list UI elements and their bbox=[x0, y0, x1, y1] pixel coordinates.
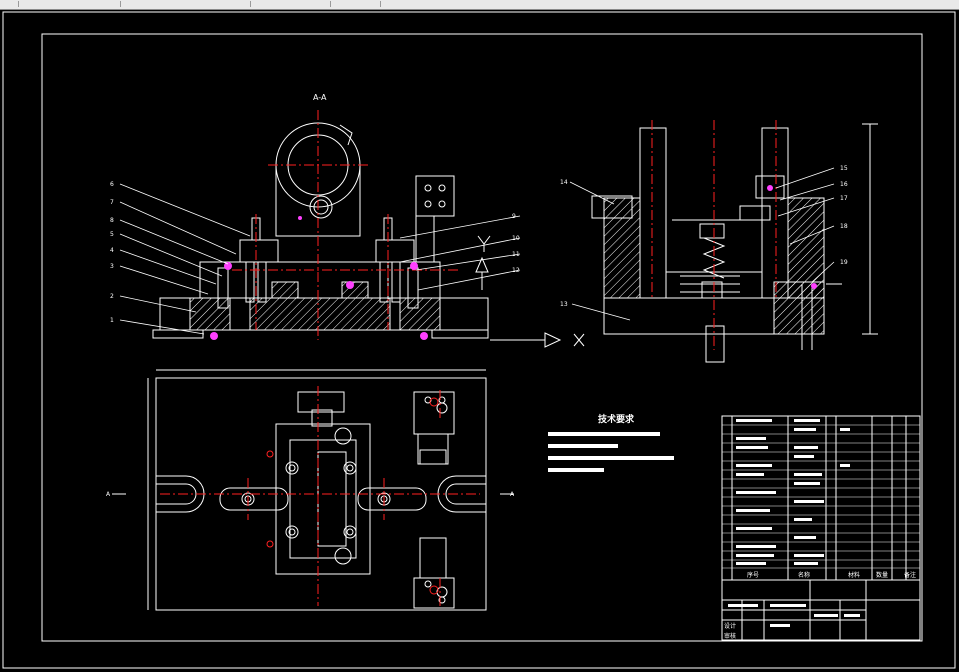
part-number-19: 19 bbox=[840, 259, 848, 266]
leaders-left bbox=[119, 183, 521, 335]
part-numbers-side: 14 15 16 17 18 19 13 bbox=[560, 165, 848, 308]
section-label-text: A-A bbox=[313, 93, 327, 102]
side-view bbox=[591, 123, 878, 363]
header-name: 名称 bbox=[798, 571, 810, 579]
header-material: 材料 bbox=[848, 571, 860, 579]
reviewer-label: 审核 bbox=[724, 632, 736, 640]
cad-toolbar-strip bbox=[0, 0, 959, 10]
title-block-text bbox=[728, 604, 860, 627]
parts-list-cell-text bbox=[736, 419, 850, 565]
designer-label: 设计 bbox=[724, 622, 736, 630]
leaders-side bbox=[569, 167, 835, 321]
front-centerlines bbox=[232, 110, 460, 340]
part-numbers-left: 6 7 8 5 4 3 2 1 9 10 11 12 bbox=[110, 181, 520, 324]
part-number-13: 13 bbox=[560, 301, 568, 308]
side-centerlines bbox=[651, 120, 777, 350]
part-number-15: 15 bbox=[840, 165, 848, 172]
part-number-11: 11 bbox=[512, 251, 520, 258]
part-number-2: 2 bbox=[110, 293, 114, 300]
part-number-5: 5 bbox=[110, 231, 114, 238]
part-number-10: 10 bbox=[512, 235, 520, 242]
title-block bbox=[721, 579, 921, 641]
parts-list-header: 序号 名称 材料 数量 备注 bbox=[747, 571, 916, 579]
technical-requirements: 技术要求 bbox=[548, 413, 674, 472]
part-number-16: 16 bbox=[840, 181, 848, 188]
part-number-4: 4 bbox=[110, 247, 114, 254]
side-markers bbox=[767, 185, 817, 289]
drawing-frame bbox=[41, 33, 923, 642]
part-number-1: 1 bbox=[110, 317, 114, 324]
front-section-view: A-A bbox=[152, 93, 489, 339]
view-arrows bbox=[475, 235, 585, 348]
header-number: 序号 bbox=[747, 571, 759, 579]
part-number-17: 17 bbox=[840, 195, 848, 202]
header-remarks: 备注 bbox=[904, 571, 916, 579]
parts-list-rows bbox=[722, 424, 920, 569]
top-view bbox=[147, 369, 487, 611]
part-number-12: 12 bbox=[512, 267, 520, 274]
part-number-8: 8 bbox=[110, 217, 114, 224]
top-red-marks bbox=[266, 397, 439, 595]
header-quantity: 数量 bbox=[876, 571, 888, 579]
part-number-14: 14 bbox=[560, 179, 568, 186]
front-weld-markers bbox=[210, 216, 428, 340]
tech-req-text-lines bbox=[548, 432, 674, 472]
part-number-6: 6 bbox=[110, 181, 114, 188]
outer-border bbox=[2, 11, 956, 669]
view-mark-a-left: A bbox=[106, 491, 111, 498]
top-centerlines bbox=[160, 386, 480, 608]
part-number-18: 18 bbox=[840, 223, 848, 230]
part-number-3: 3 bbox=[110, 263, 114, 270]
tech-req-title: 技术要求 bbox=[598, 413, 635, 425]
part-number-7: 7 bbox=[110, 199, 114, 206]
part-number-9: 9 bbox=[512, 213, 516, 220]
